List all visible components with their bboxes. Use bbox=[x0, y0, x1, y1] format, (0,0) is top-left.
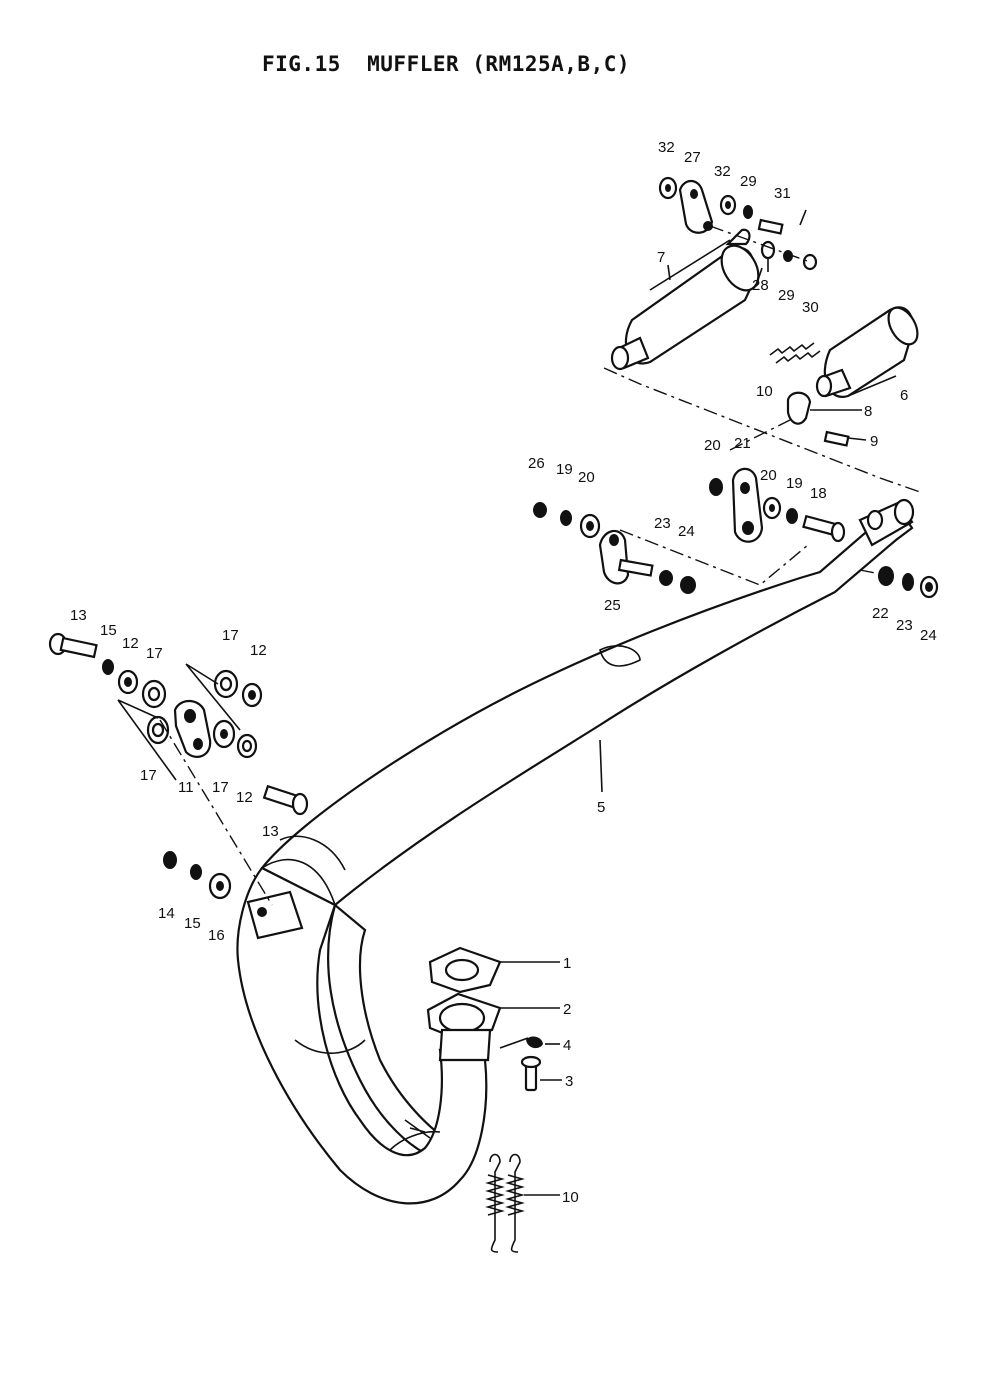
mount-springs bbox=[485, 1153, 525, 1253]
callout-labels: 1 2 3 4 5 6 7 8 9 10 10 11 12 12 12 13 1… bbox=[70, 139, 937, 1206]
callout-19-b: 19 bbox=[786, 475, 803, 492]
callout-11: 11 bbox=[178, 779, 194, 796]
silencer-assembly bbox=[603, 176, 921, 493]
callout-20-c: 20 bbox=[760, 467, 777, 484]
callout-23-b: 23 bbox=[896, 617, 913, 634]
callout-21: 21 bbox=[734, 435, 751, 452]
callout-12-a: 12 bbox=[122, 635, 139, 652]
callout-29-b: 29 bbox=[778, 287, 795, 304]
figure-title: FIG.15 MUFFLER (RM125A,B,C) bbox=[262, 52, 631, 76]
callout-25: 25 bbox=[604, 597, 621, 614]
callout-15-a: 15 bbox=[100, 622, 117, 639]
callout-24-b: 24 bbox=[920, 627, 937, 644]
callout-26: 26 bbox=[528, 455, 545, 472]
front-mount-hardware bbox=[48, 632, 309, 906]
callout-22: 22 bbox=[872, 605, 889, 622]
callout-13-a: 13 bbox=[70, 607, 87, 624]
callout-1: 1 bbox=[563, 955, 571, 972]
callout-19-a: 19 bbox=[556, 461, 573, 478]
callout-23-a: 23 bbox=[654, 515, 671, 532]
callout-10-upper: 10 bbox=[756, 383, 773, 400]
callout-24-a: 24 bbox=[678, 523, 695, 540]
callout-28: 28 bbox=[752, 277, 769, 294]
callout-20-b: 20 bbox=[704, 437, 721, 454]
callout-12-c: 12 bbox=[236, 789, 253, 806]
callout-12-b: 12 bbox=[250, 642, 267, 659]
rear-mount-hardware bbox=[533, 467, 939, 599]
callout-17-c: 17 bbox=[140, 767, 157, 784]
callout-31: 31 bbox=[774, 185, 791, 202]
callout-18: 18 bbox=[810, 485, 827, 502]
callout-9: 9 bbox=[870, 433, 878, 450]
callout-2: 2 bbox=[563, 1001, 571, 1018]
callout-4: 4 bbox=[563, 1037, 571, 1054]
callout-17-b: 17 bbox=[222, 627, 239, 644]
callout-7: 7 bbox=[657, 249, 665, 266]
callout-17-d: 17 bbox=[212, 779, 229, 796]
callout-32-b: 32 bbox=[714, 163, 731, 180]
callout-6: 6 bbox=[900, 387, 908, 404]
callout-20-a: 20 bbox=[578, 469, 595, 486]
callout-5: 5 bbox=[597, 799, 605, 816]
callout-27: 27 bbox=[684, 149, 701, 166]
exhaust-flange bbox=[426, 946, 502, 1062]
callout-29-a: 29 bbox=[740, 173, 757, 190]
leader-lines bbox=[500, 209, 897, 1196]
callout-13-b: 13 bbox=[262, 823, 279, 840]
expansion-chamber bbox=[236, 498, 915, 1205]
flange-bolt bbox=[499, 1036, 543, 1092]
callout-17-a: 17 bbox=[146, 645, 163, 662]
callout-8: 8 bbox=[864, 403, 872, 420]
callout-15-b: 15 bbox=[184, 915, 201, 932]
callout-30: 30 bbox=[802, 299, 819, 316]
callout-3: 3 bbox=[565, 1073, 573, 1090]
callout-32-a: 32 bbox=[658, 139, 675, 156]
callout-14: 14 bbox=[158, 905, 175, 922]
callout-10-lower: 10 bbox=[562, 1189, 579, 1206]
callout-16: 16 bbox=[208, 927, 225, 944]
